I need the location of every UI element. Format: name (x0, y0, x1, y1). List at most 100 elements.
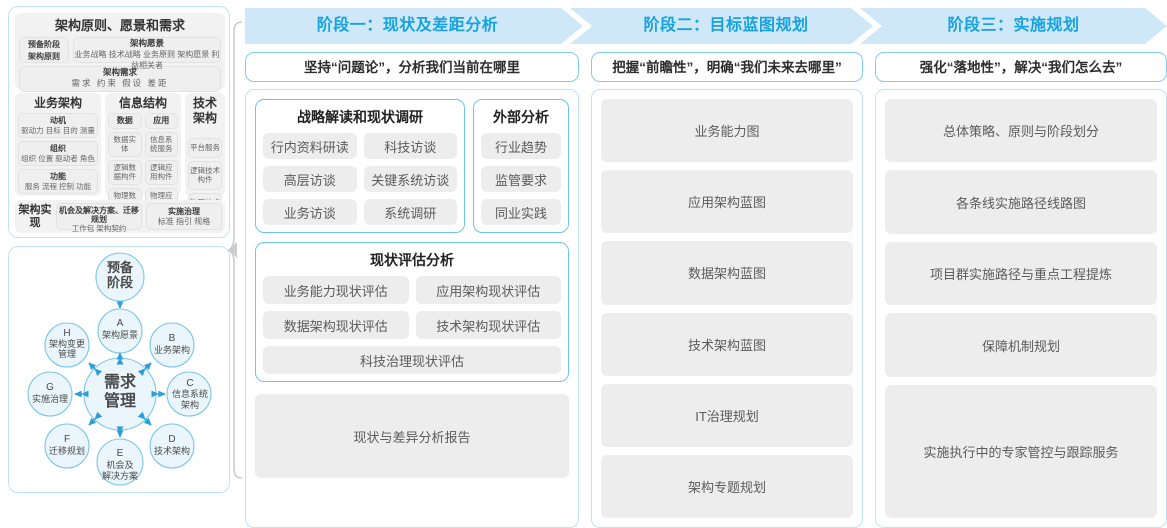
prep-stage-sub: 架构原则 (28, 52, 60, 61)
architecture-principles-group: 架构原则、愿景和需求 预备阶段 架构原则 架构愿景 业务战略 技术战略 业务原则… (15, 13, 225, 92)
phase-3-label[interactable]: 阶段三：实施规划 (947, 17, 1080, 34)
node-h-label: 架构变更 (49, 338, 85, 349)
tile-item[interactable]: 行业趋势 (481, 133, 561, 159)
architecture-vision-sub: 业务战略 技术战略 业务原则 架构愿景 利益相关者 (74, 50, 220, 70)
svg-text:架构: 架构 (181, 399, 199, 410)
data-subcolumn: 数据 数据实体 逻辑数据构件 物理数据构件 (108, 113, 142, 213)
node-a-key: A (117, 318, 124, 329)
opportunity-migration-cell: 机会及解决方案、迁移规划 工作包 架构契约 (56, 203, 142, 233)
tile-row: 科技治理现状评估 (263, 346, 561, 374)
tile-item[interactable]: IT治理规划 (601, 383, 853, 447)
tile-item[interactable]: 业务访谈 (263, 199, 357, 225)
tile-item[interactable]: 科技治理现状评估 (263, 346, 561, 374)
gap-analysis-report-tile[interactable]: 现状与差异分析报告 (255, 394, 569, 478)
external-analysis-title: 外部分析 (493, 109, 549, 125)
svg-text:管理: 管理 (58, 348, 76, 359)
node-b (149, 322, 195, 368)
svg-text:解决方案: 解决方案 (102, 470, 138, 481)
node-d-label: 技术架构 (154, 445, 190, 456)
tile-item[interactable]: 总体策略、原则与阶段划分 (885, 99, 1157, 163)
phase-1-subtitle: 坚持“问题论”，分析我们当前在哪里 (245, 52, 579, 82)
node-e-label: 机会及 (106, 459, 133, 470)
phase-2-column: 把握“前瞻性”，明确“我们未来去哪里” 业务能力图 应用架构蓝图 数据架构蓝图 … (591, 52, 863, 528)
architecture-vision-title: 架构愿景 (129, 38, 164, 48)
tile-item[interactable]: 应用架构现状评估 (415, 276, 561, 304)
node-h (44, 322, 90, 368)
application-subcolumn-title: 应用 (144, 113, 178, 129)
tile-item[interactable]: 技术架构蓝图 (601, 312, 853, 376)
tile-item[interactable]: 行内资料研读 (263, 133, 357, 159)
architecture-principles-header: 架构原则、愿景和需求 (54, 18, 185, 33)
technology-architecture-group: 技术架构 平台服务 逻辑技术构件 物理技术构件 (185, 93, 225, 222)
data-subcolumn-title: 数据 (108, 113, 142, 129)
information-structure-group: 信息结构 数据 数据实体 逻辑数据构件 物理数据构件 应用 信息系统服务 逻辑应… (105, 93, 181, 213)
tile-row: 监管要求 (481, 166, 561, 192)
tile-item[interactable]: 监管要求 (481, 166, 561, 192)
tile-item[interactable]: 架构专题规划 (601, 454, 853, 519)
adm-cycle-diagram: 预备 阶段 需求 管理 A 架构愿景 B 业务架构 C 信息系统 架构 D 技术… (27, 252, 212, 486)
tile-item[interactable]: 同业实践 (481, 199, 561, 225)
data-cell: 数据实体 (108, 131, 142, 157)
tile-item[interactable]: 数据架构蓝图 (601, 241, 853, 305)
tile-item[interactable]: 科技访谈 (363, 133, 457, 159)
left-reference-column: 架构原则、愿景和需求 预备阶段 架构原则 架构愿景 业务战略 技术战略 业务原则… (8, 6, 230, 493)
tile-item[interactable]: 保障机制规划 (885, 313, 1157, 377)
technology-architecture-title: 技术架构 (192, 96, 217, 125)
phase-3-body: 总体策略、原则与阶段划分 各条线实施路径线路图 项目群实施路径与重点工程提炼 保… (875, 89, 1167, 528)
node-d (149, 423, 195, 469)
node-f-label: 迁移规划 (49, 445, 85, 456)
node-f-key: F (64, 434, 70, 445)
tile-item[interactable]: 应用架构蓝图 (601, 170, 853, 234)
phase-3-subtitle: 强化“落地性”，解决“我们怎么去” (875, 52, 1167, 82)
current-state-assessment-title: 现状评估分析 (370, 252, 454, 268)
phase-2-subtitle: 把握“前瞻性”，明确“我们未来去哪里” (591, 52, 863, 82)
phase-2-label[interactable]: 阶段二：目标蓝图规划 (643, 17, 809, 34)
implementation-governance-cell: 实施治理 标准 指引 规格 (146, 203, 222, 230)
external-analysis-card: 外部分析 行业趋势 监管要求 同业实践 (473, 99, 569, 233)
phase-2-body: 业务能力图 应用架构蓝图 数据架构蓝图 技术架构蓝图 IT治理规划 架构专题规划 (591, 89, 863, 528)
architecture-domains-row: 业务架构 动机 驱动力 目标 目的 测量 组织 组织 位置 驱动者 角色 功能 … (15, 93, 225, 222)
tile-row: 数据架构现状评估 技术架构现状评估 (263, 311, 561, 339)
node-f (44, 423, 90, 469)
tile-item[interactable]: 各条线实施路径线路图 (885, 170, 1157, 234)
tile-item[interactable]: 业务能力图 (601, 99, 853, 163)
application-cell: 信息系统服务 (144, 131, 178, 157)
phase-1-label[interactable]: 阶段一：现状及差距分析 (316, 17, 499, 34)
strategy-research-card: 战略解读和现状调研 行内资料研读 科技访谈 高层访谈 关键系统访谈 业务访谈 系… (255, 99, 465, 233)
tile-item[interactable]: 关键系统访谈 (363, 166, 457, 192)
tile-item[interactable]: 高层访谈 (263, 166, 357, 192)
prep-stage-title: 预备阶段 (28, 40, 60, 49)
architecture-framework-panel: 架构原则、愿景和需求 预备阶段 架构原则 架构愿景 业务战略 技术战略 业务原则… (8, 6, 230, 238)
tile-row: 业务能力现状评估 应用架构现状评估 (263, 276, 561, 304)
information-structure-title: 信息结构 (118, 96, 167, 110)
node-e-key: E (117, 448, 124, 459)
business-cell: 动机 驱动力 目标 目的 测量 (18, 113, 98, 138)
business-architecture-title: 业务架构 (33, 96, 82, 110)
svg-text:阶段: 阶段 (107, 275, 133, 290)
prep-stage-cell: 预备阶段 架构原则 (19, 37, 69, 63)
data-cell: 逻辑数据构件 (108, 159, 142, 185)
node-c (166, 371, 212, 417)
node-d-key: D (168, 434, 175, 445)
architecture-implementation-group: 架构实现 机会及解决方案、迁移规划 工作包 架构契约 实施治理 标准 指引 规格 (15, 200, 225, 233)
tile-item[interactable]: 项目群实施路径与重点工程提炼 (885, 241, 1157, 306)
tile-item[interactable]: 业务能力现状评估 (263, 276, 409, 304)
technology-cell: 逻辑技术构件 (188, 160, 222, 190)
node-g-label: 实施治理 (32, 393, 68, 404)
tile-row: 行业趋势 (481, 133, 561, 159)
principles-row: 预备阶段 架构原则 架构愿景 业务战略 技术战略 业务原则 架构愿景 利益相关者 (19, 37, 221, 70)
tile-item[interactable]: 实施执行中的专家管控与跟踪服务 (885, 384, 1157, 518)
center-label: 需求 (104, 372, 137, 391)
architecture-requirement-title: 架构需求 (102, 67, 137, 77)
phase-1-top-cards: 战略解读和现状调研 行内资料研读 科技访谈 高层访谈 关键系统访谈 业务访谈 系… (255, 99, 569, 233)
adm-cycle-panel: 预备 阶段 需求 管理 A 架构愿景 B 业务架构 C 信息系统 架构 D 技术… (8, 246, 230, 493)
node-prep-stage (95, 252, 145, 302)
tile-item[interactable]: 技术架构现状评估 (415, 311, 561, 339)
tile-item[interactable]: 系统调研 (363, 199, 457, 225)
node-g-key: G (46, 382, 54, 393)
tile-row: 高层访谈 关键系统访谈 (263, 166, 457, 192)
application-cell: 逻辑应用构件 (144, 159, 178, 185)
node-a-label: 架构愿景 (102, 329, 138, 340)
tile-row: 行内资料研读 科技访谈 (263, 133, 457, 159)
tile-item[interactable]: 数据架构现状评估 (263, 311, 409, 339)
